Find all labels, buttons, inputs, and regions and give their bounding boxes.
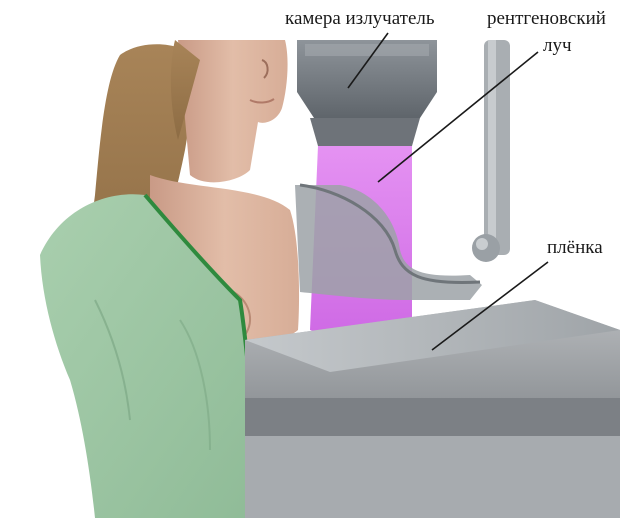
emitter-camera	[297, 40, 437, 146]
ray-label-line2: луч	[543, 36, 572, 55]
film-label: плёнка	[547, 238, 603, 257]
film-table	[245, 300, 620, 518]
camera-label: камера излучатель	[285, 9, 435, 28]
ray-label-line1: рентгеновский	[487, 9, 606, 28]
